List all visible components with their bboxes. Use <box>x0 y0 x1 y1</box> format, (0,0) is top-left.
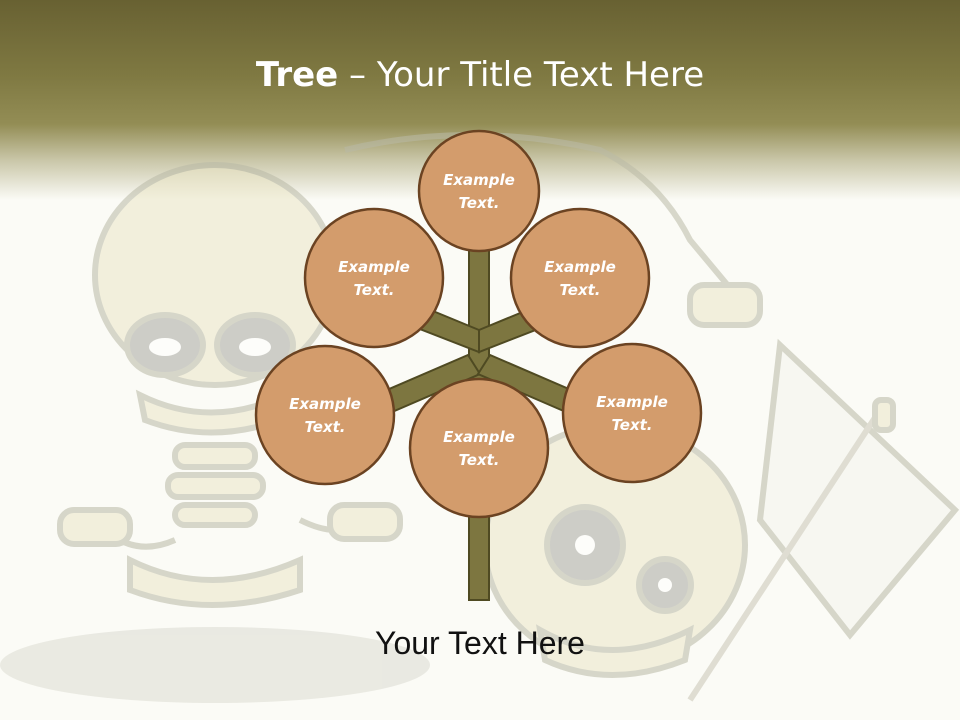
tree-node-upper-right[interactable]: Example Text. <box>509 207 651 349</box>
node-label: Example <box>544 258 616 276</box>
node-label: Text. <box>458 451 499 469</box>
node-label: Text. <box>304 418 345 436</box>
tree-node-upper-left[interactable]: Example Text. <box>303 207 445 349</box>
tree-node-top[interactable]: Example Text. <box>417 129 541 253</box>
node-label: Text. <box>353 281 394 299</box>
node-label: Text. <box>611 416 652 434</box>
tree-node-lower-right[interactable]: Example Text. <box>561 342 703 484</box>
tree-node-center[interactable]: Example Text. <box>408 377 550 519</box>
page-title: Tree – Your Title Text Here <box>0 50 960 100</box>
node-label: Example <box>443 428 515 446</box>
node-label: Example <box>443 171 515 189</box>
node-label: Text. <box>458 194 499 212</box>
node-label: Example <box>596 393 668 411</box>
title-rest: Your Title Text Here <box>376 55 705 95</box>
node-label: Text. <box>559 281 600 299</box>
caption-text: Your Text Here <box>375 625 585 661</box>
title-bold: Tree <box>255 55 339 95</box>
node-label: Example <box>289 395 361 413</box>
tree-node-lower-left[interactable]: Example Text. <box>254 344 396 486</box>
title-separator: – <box>349 55 367 95</box>
node-label: Example <box>338 258 410 276</box>
